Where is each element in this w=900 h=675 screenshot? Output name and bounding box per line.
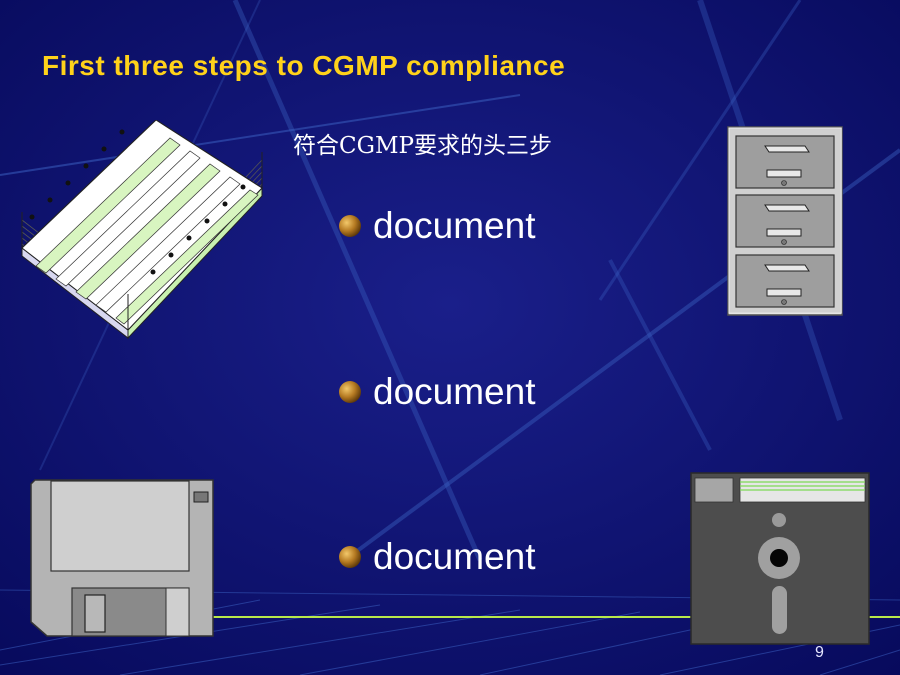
bullet-item-2: document: [338, 370, 536, 414]
floppy-disk-3-5-icon: [30, 479, 214, 637]
bullet-text: document: [373, 536, 536, 577]
floppy-disk-5-25-icon: [690, 472, 870, 645]
gold-sphere-bullet-icon: [339, 215, 361, 237]
paper-stack-icon: [21, 120, 263, 340]
page-number: 9: [815, 644, 824, 661]
bullet-text: document: [373, 205, 536, 246]
filing-cabinet-icon: [727, 126, 843, 316]
slide-title: First three steps to CGMP compliance: [42, 50, 566, 81]
bullet-item-1: document: [338, 204, 536, 248]
bullet-item-3: document: [338, 535, 536, 579]
bullet-text: document: [373, 371, 536, 412]
gold-sphere-bullet-icon: [339, 381, 361, 403]
gold-sphere-bullet-icon: [339, 546, 361, 568]
slide-subtitle: 符合CGMP要求的头三步: [293, 133, 552, 159]
